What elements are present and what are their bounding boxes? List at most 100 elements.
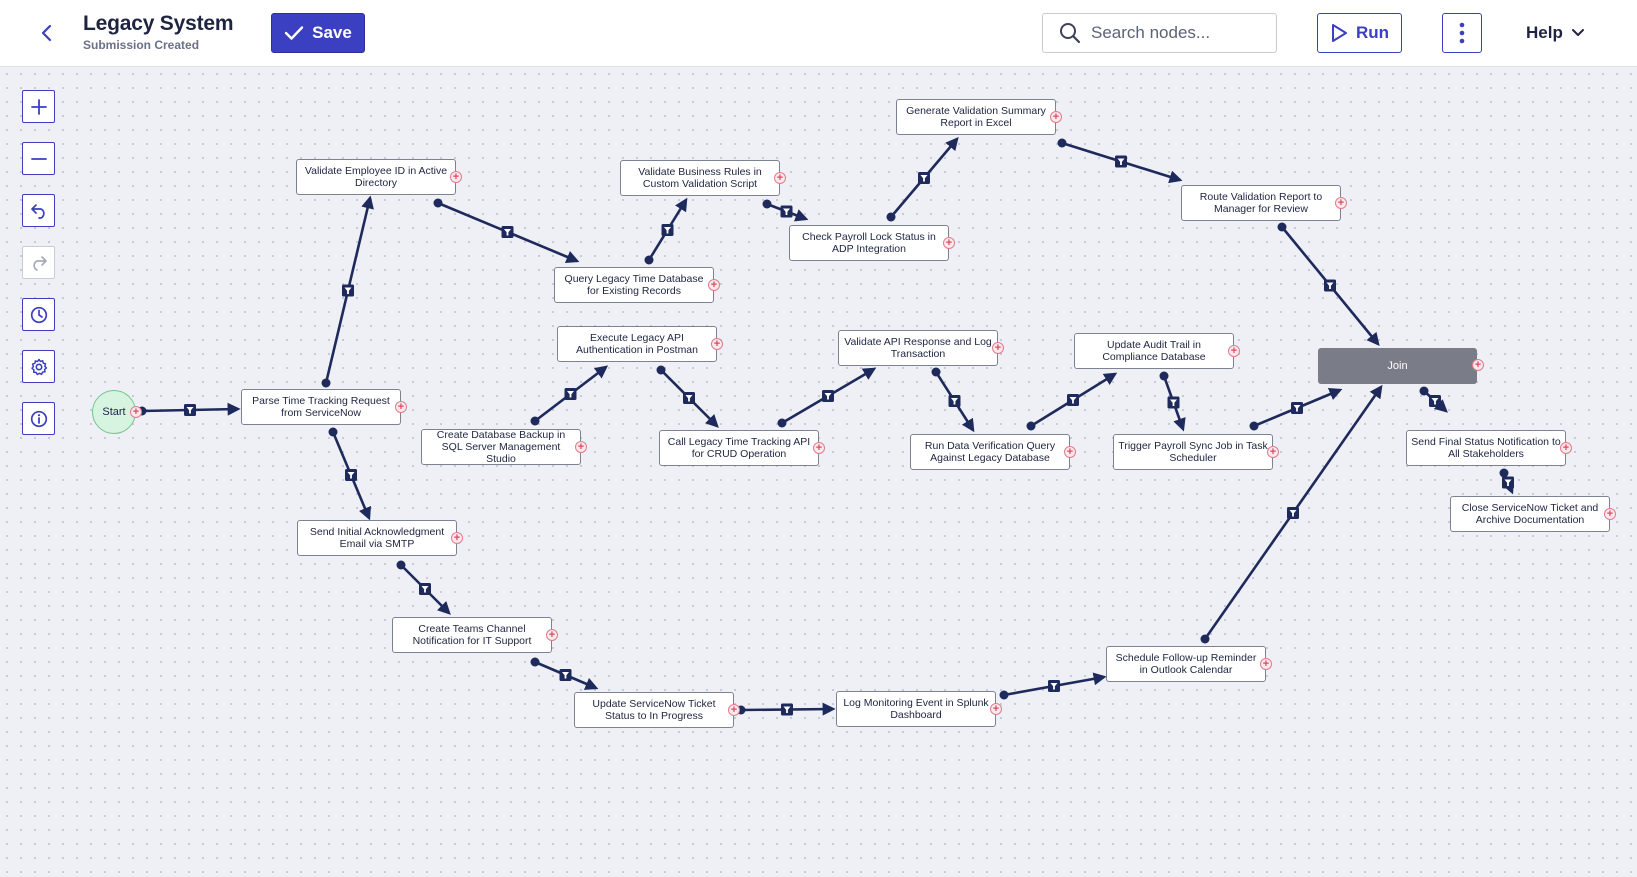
search-icon	[1060, 23, 1081, 44]
page-title: Legacy System	[83, 12, 234, 35]
workflow-node[interactable]: Update ServiceNow Ticket Status to In Pr…	[574, 692, 740, 728]
run-button[interactable]: Run	[1317, 13, 1402, 53]
workflow-node[interactable]: Send Initial Acknowledgment Email via SM…	[297, 520, 463, 556]
node-label: Log Monitoring Event in Splunk Dashboard	[843, 697, 989, 721]
node-label: Route Validation Report to Manager for R…	[1199, 191, 1323, 215]
workflow-node[interactable]: Run Data Verification Query Against Lega…	[910, 434, 1076, 470]
add-node-button[interactable]: +	[990, 703, 1002, 715]
workflow-node[interactable]: Close ServiceNow Ticket and Archive Docu…	[1450, 496, 1616, 532]
workflow-node[interactable]: Call Legacy Time Tracking API for CRUD O…	[659, 430, 825, 466]
workflow-node[interactable]: Execute Legacy API Authentication in Pos…	[557, 326, 723, 362]
add-node-button[interactable]: +	[1560, 442, 1572, 454]
add-node-button[interactable]: +	[1228, 345, 1240, 357]
join-node-label: Join	[1387, 360, 1408, 372]
node-label: Trigger Payroll Sync Job in Task Schedul…	[1118, 440, 1268, 464]
add-node-button[interactable]: +	[1050, 111, 1062, 123]
history-icon	[30, 306, 47, 323]
add-node-button[interactable]: +	[546, 629, 558, 641]
node-label: Parse Time Tracking Request from Service…	[252, 395, 390, 419]
workflow-node[interactable]: Generate Validation Summary Report in Ex…	[896, 99, 1062, 135]
node-label: Update ServiceNow Ticket Status to In Pr…	[592, 698, 716, 722]
node-label: Create Database Backup in SQL Server Man…	[436, 429, 566, 465]
workflow-node[interactable]: Validate Employee ID in Active Directory…	[296, 159, 462, 195]
save-button[interactable]: Save	[271, 13, 365, 53]
add-node-button[interactable]: +	[1267, 446, 1279, 458]
help-label: Help	[1526, 23, 1563, 42]
redo-icon	[32, 255, 47, 271]
top-header: Legacy System Submission Created Save Ru…	[0, 0, 1637, 67]
history-button[interactable]	[22, 298, 55, 331]
add-node-button[interactable]: +	[130, 406, 142, 418]
workflow-node[interactable]: Update Audit Trail in Compliance Databas…	[1074, 333, 1240, 369]
info-icon	[30, 410, 47, 427]
start-node[interactable]: Start +	[92, 390, 142, 434]
node-label: Generate Validation Summary Report in Ex…	[906, 105, 1046, 129]
add-node-button[interactable]: +	[450, 171, 462, 183]
node-label: Check Payroll Lock Status in ADP Integra…	[802, 231, 936, 255]
more-options-button[interactable]	[1442, 13, 1482, 53]
workflow-node[interactable]: Validate API Response and Log Transactio…	[838, 330, 1004, 366]
redo-button[interactable]	[22, 246, 55, 279]
chevron-down-icon	[1571, 29, 1584, 36]
chevron-left-icon	[41, 24, 52, 42]
add-node-button[interactable]: +	[943, 237, 955, 249]
node-label: Execute Legacy API Authentication in Pos…	[576, 332, 698, 356]
add-node-button[interactable]: +	[1335, 197, 1347, 209]
workflow-node[interactable]: Query Legacy Time Database for Existing …	[554, 267, 720, 303]
workflow-node[interactable]: Log Monitoring Event in Splunk Dashboard…	[836, 691, 1002, 727]
workflow-node[interactable]: Parse Time Tracking Request from Service…	[241, 389, 407, 425]
zoom-in-icon	[30, 98, 47, 115]
info-button[interactable]	[22, 402, 55, 435]
workflow-node[interactable]: Create Database Backup in SQL Server Man…	[421, 429, 587, 465]
add-node-button[interactable]: +	[813, 442, 825, 454]
node-label: Close ServiceNow Ticket and Archive Docu…	[1461, 502, 1599, 526]
workflow-node[interactable]: Send Final Status Notification to All St…	[1406, 430, 1572, 466]
add-node-button[interactable]: +	[451, 532, 463, 544]
add-node-button[interactable]: +	[708, 279, 720, 291]
join-node[interactable]: Join +	[1318, 348, 1484, 384]
workflow-node[interactable]: Route Validation Report to Manager for R…	[1181, 185, 1347, 221]
add-node-button[interactable]: +	[395, 401, 407, 413]
help-menu-button[interactable]: Help	[1526, 17, 1585, 49]
settings-button[interactable]	[22, 350, 55, 383]
node-label: Call Legacy Time Tracking API for CRUD O…	[667, 436, 811, 460]
page-subtitle: Submission Created	[83, 38, 200, 52]
node-label: Query Legacy Time Database for Existing …	[564, 273, 704, 297]
add-node-button[interactable]: +	[774, 172, 786, 184]
node-label: Validate API Response and Log Transactio…	[844, 336, 992, 360]
node-label: Send Initial Acknowledgment Email via SM…	[309, 526, 445, 550]
node-label: Validate Employee ID in Active Directory	[304, 165, 448, 189]
workflow-node[interactable]: Validate Business Rules in Custom Valida…	[620, 160, 786, 196]
workflow-canvas[interactable]	[0, 67, 1637, 877]
start-node-label: Start	[102, 406, 126, 418]
add-node-button[interactable]: +	[711, 338, 723, 350]
back-button[interactable]	[30, 18, 64, 48]
add-node-button[interactable]: +	[728, 704, 740, 716]
search-input[interactable]	[1091, 23, 1261, 43]
zoom-in-button[interactable]	[22, 90, 55, 123]
undo-icon	[30, 203, 45, 219]
workflow-node[interactable]: Create Teams Channel Notification for IT…	[392, 617, 558, 653]
add-node-button[interactable]: +	[1064, 446, 1076, 458]
run-button-label: Run	[1355, 23, 1390, 42]
add-node-button[interactable]: +	[575, 441, 587, 453]
workflow-node[interactable]: Schedule Follow-up Reminder in Outlook C…	[1106, 646, 1272, 682]
workflow-node[interactable]: Check Payroll Lock Status in ADP Integra…	[789, 225, 955, 261]
zoom-out-button[interactable]	[22, 142, 55, 175]
node-label: Create Teams Channel Notification for IT…	[412, 623, 532, 647]
save-button-label: Save	[312, 23, 352, 42]
search-box[interactable]	[1042, 13, 1277, 53]
node-label: Send Final Status Notification to All St…	[1411, 436, 1561, 460]
node-label: Schedule Follow-up Reminder in Outlook C…	[1115, 652, 1257, 676]
add-node-button[interactable]: +	[992, 342, 1004, 354]
undo-button[interactable]	[22, 194, 55, 227]
add-node-button[interactable]: +	[1472, 359, 1484, 371]
node-label: Update Audit Trail in Compliance Databas…	[1102, 339, 1206, 363]
node-label: Validate Business Rules in Custom Valida…	[638, 166, 762, 190]
add-node-button[interactable]: +	[1260, 658, 1272, 670]
more-vertical-icon	[1459, 22, 1465, 44]
workflow-node[interactable]: Trigger Payroll Sync Job in Task Schedul…	[1113, 434, 1279, 470]
add-node-button[interactable]: +	[1604, 508, 1616, 520]
check-icon	[284, 26, 304, 40]
node-label: Run Data Verification Query Against Lega…	[924, 440, 1056, 464]
